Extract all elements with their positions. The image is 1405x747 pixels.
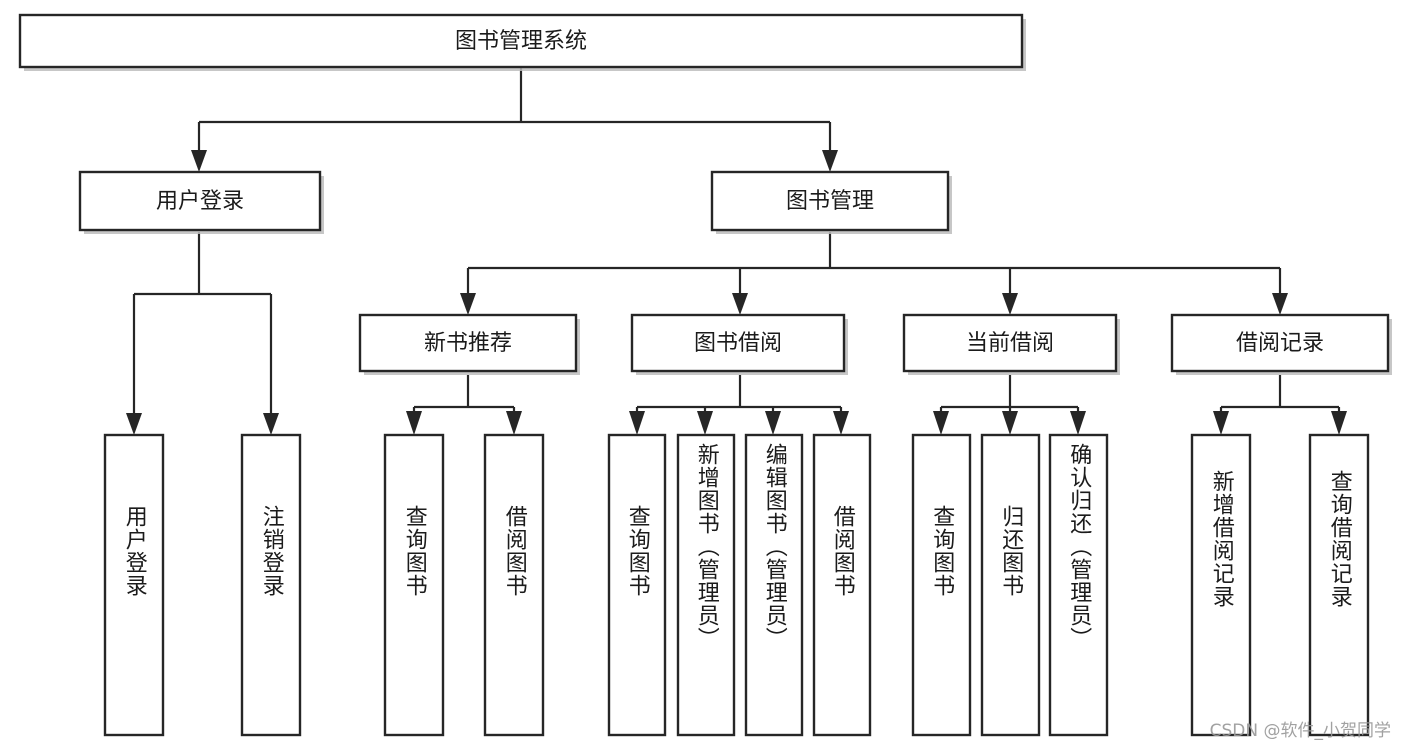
node-user-login-box[interactable]	[78, 170, 322, 232]
connector-group-new-book-recommend	[406, 375, 522, 435]
leaf-box-new-book-1[interactable]	[483, 433, 545, 737]
leaf-box-current-borrow-1[interactable]	[980, 433, 1041, 737]
node-borrow-record-label: 借阅记录	[1236, 331, 1324, 356]
connector-group-borrow-record	[1213, 375, 1347, 435]
node-new-book-recommend-box[interactable]	[358, 313, 578, 373]
leaf-box-new-book-0[interactable]	[383, 433, 445, 737]
leaf-group-new-book-recommend	[383, 433, 545, 737]
arrow-head-new-book-leaf-1	[506, 411, 522, 435]
leaf-box-user-login-0[interactable]	[103, 433, 165, 737]
node-new-book-recommend[interactable]: 新书推荐	[358, 313, 580, 375]
leaf-box-current-borrow-2[interactable]	[1048, 433, 1109, 737]
node-book-borrow-label: 图书借阅	[694, 331, 782, 356]
leaf-box-book-borrow-0[interactable]	[607, 433, 667, 737]
arrow-head-book-borrow-leaf-1	[697, 411, 713, 435]
connector-group-book-borrow	[629, 375, 849, 435]
arrow-head-new-book-leaf-0	[406, 411, 422, 435]
leaf-box-current-borrow-0[interactable]	[911, 433, 972, 737]
arrow-head-book-borrow-leaf-2	[765, 411, 781, 435]
leaf-box-book-borrow-3[interactable]	[812, 433, 872, 737]
node-user-login-label: 用户登录	[156, 189, 244, 214]
node-book-borrow-box[interactable]	[630, 313, 846, 373]
leaf-group-user-login	[103, 433, 302, 737]
node-root-label: 图书管理系统	[455, 29, 587, 54]
node-root[interactable]: 图书管理系统	[18, 13, 1026, 71]
arrow-head-borrow-record-leaf-0	[1213, 411, 1229, 435]
arrow-head-borrow-record-leaf-1	[1331, 411, 1347, 435]
leaf-group-borrow-record	[1190, 433, 1370, 737]
connector-group-book-manage	[460, 232, 1288, 315]
arrow-head-book-borrow-leaf-0	[629, 411, 645, 435]
connector-group-current-borrow	[933, 375, 1086, 435]
node-borrow-record[interactable]: 借阅记录	[1170, 313, 1392, 375]
arrow-head-current-borrow-leaf-2	[1070, 411, 1086, 435]
arrow-head-user-login	[191, 150, 207, 172]
arrow-head-current-borrow-leaf-0	[933, 411, 949, 435]
node-current-borrow-box[interactable]	[902, 313, 1118, 373]
node-book-manage[interactable]: 图书管理	[710, 170, 952, 234]
arrow-head-current-borrow	[1002, 293, 1018, 315]
node-book-borrow[interactable]: 图书借阅	[630, 313, 848, 375]
leaf-box-borrow-record-0[interactable]	[1190, 433, 1252, 737]
arrow-head-user-login-leaf-1	[263, 413, 279, 435]
connector-group-user-login	[126, 232, 279, 435]
arrow-head-book-borrow	[732, 293, 748, 315]
node-book-manage-box[interactable]	[710, 170, 950, 232]
arrow-head-current-borrow-leaf-1	[1002, 411, 1018, 435]
node-new-book-recommend-label: 新书推荐	[424, 331, 512, 356]
node-book-manage-label: 图书管理	[786, 189, 874, 214]
arrow-head-user-login-leaf-0	[126, 413, 142, 435]
node-root-box[interactable]	[18, 13, 1024, 69]
connector-group-root	[191, 67, 838, 172]
leaf-box-book-borrow-2[interactable]	[744, 433, 804, 737]
leaf-group-current-borrow	[911, 433, 1109, 737]
node-user-login[interactable]: 用户登录	[78, 170, 324, 234]
node-borrow-record-box[interactable]	[1170, 313, 1390, 373]
leaf-box-user-login-1[interactable]	[240, 433, 302, 737]
leaf-box-borrow-record-1[interactable]	[1308, 433, 1370, 737]
arrow-head-new-book-recommend	[460, 293, 476, 315]
node-current-borrow[interactable]: 当前借阅	[902, 313, 1120, 375]
arrow-head-book-borrow-leaf-3	[833, 411, 849, 435]
arrow-head-book-manage	[822, 150, 838, 172]
leaf-box-book-borrow-1[interactable]	[676, 433, 736, 737]
node-current-borrow-label: 当前借阅	[966, 331, 1054, 356]
leaf-group-book-borrow	[607, 433, 872, 737]
arrow-head-borrow-record	[1272, 293, 1288, 315]
